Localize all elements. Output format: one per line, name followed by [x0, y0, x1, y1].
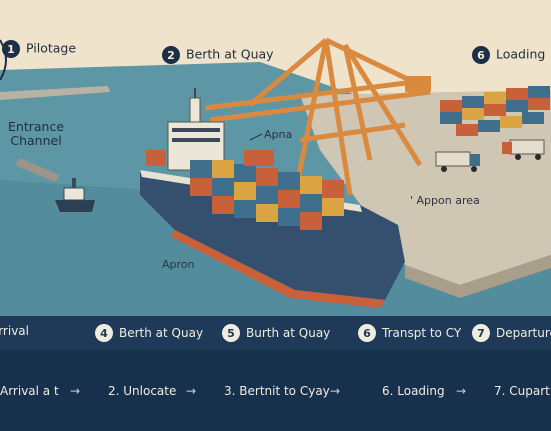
- step-number-badge: 1: [2, 40, 20, 58]
- container-yard: [440, 86, 550, 136]
- step-number-badge: 6: [358, 324, 376, 342]
- step-number-badge: 2: [162, 46, 180, 64]
- flow-step: 6. Loading: [382, 384, 445, 398]
- arrow-right-icon: →: [70, 384, 81, 398]
- loading-label: 6 Loading: [472, 46, 545, 64]
- stage-text: Burth at Quay: [246, 326, 331, 340]
- flow-step: 7. Cupart: [494, 384, 550, 398]
- quay-edge: [405, 255, 551, 298]
- stage-text: Departure: [496, 326, 551, 340]
- apron-label: Apron: [162, 258, 195, 271]
- arrow-right-icon: →: [330, 384, 341, 398]
- entrance-channel-label: Entrance Channel: [8, 119, 65, 148]
- arrow-right-icon: →: [456, 384, 467, 398]
- stage-item: 5 Burth at Quay: [222, 324, 330, 342]
- apna-pointer: [249, 133, 263, 141]
- truck-icon: [435, 151, 480, 172]
- arrow-right-icon: →: [186, 384, 197, 398]
- stage-text: Berth at Quay: [119, 326, 204, 340]
- step-number-badge: 5: [222, 324, 240, 342]
- crane-cab: [405, 76, 431, 92]
- flow-step: Arrival a t: [0, 384, 59, 398]
- apna-label: Apna: [264, 128, 293, 141]
- stage-item: Arrival: [0, 324, 29, 338]
- tugboat: [55, 178, 95, 212]
- stage-item: 7 Departure: [472, 324, 551, 342]
- berth-text: Berth at Quay: [186, 46, 274, 62]
- pilotage-arc: [0, 39, 7, 81]
- appon-area-label: ' Appon area: [410, 194, 480, 207]
- pilotage-label: 1 Pilotage: [2, 40, 76, 58]
- breakwater-lower: [15, 158, 60, 182]
- pilotage-text: Pilotage: [26, 40, 77, 56]
- ship-hull-bottom: [170, 230, 385, 308]
- truck-icon: [502, 139, 545, 160]
- quay-apron: [300, 90, 551, 285]
- loading-text: Loading: [496, 46, 546, 62]
- ship-bridge: [167, 88, 225, 171]
- gantry-crane: [204, 37, 431, 196]
- stage-text: Arrival: [0, 324, 29, 338]
- breakwater: [0, 86, 110, 100]
- flow-step: 3. Bertnit to Cyay: [224, 384, 330, 398]
- step-number-badge: 6: [472, 46, 490, 64]
- ship-containers: [146, 150, 344, 230]
- flow-bar: Arrival a t → 2. Unlocate → 3. Bertnit t…: [0, 350, 551, 431]
- flow-step: 2. Unlocate: [108, 384, 177, 398]
- stage-text: Transpt to CY: [382, 326, 462, 340]
- step-number-badge: 4: [95, 324, 113, 342]
- stage-item: 6 Transpt to CY: [358, 324, 461, 342]
- stage-item: 4 Berth at Quay: [95, 324, 203, 342]
- berth-label: 2 Berth at Quay: [162, 46, 274, 64]
- stages-bar: Arrival 4 Berth at Quay 5 Burth at Quay 6T…: [0, 316, 551, 350]
- step-number-badge: 7: [472, 324, 490, 342]
